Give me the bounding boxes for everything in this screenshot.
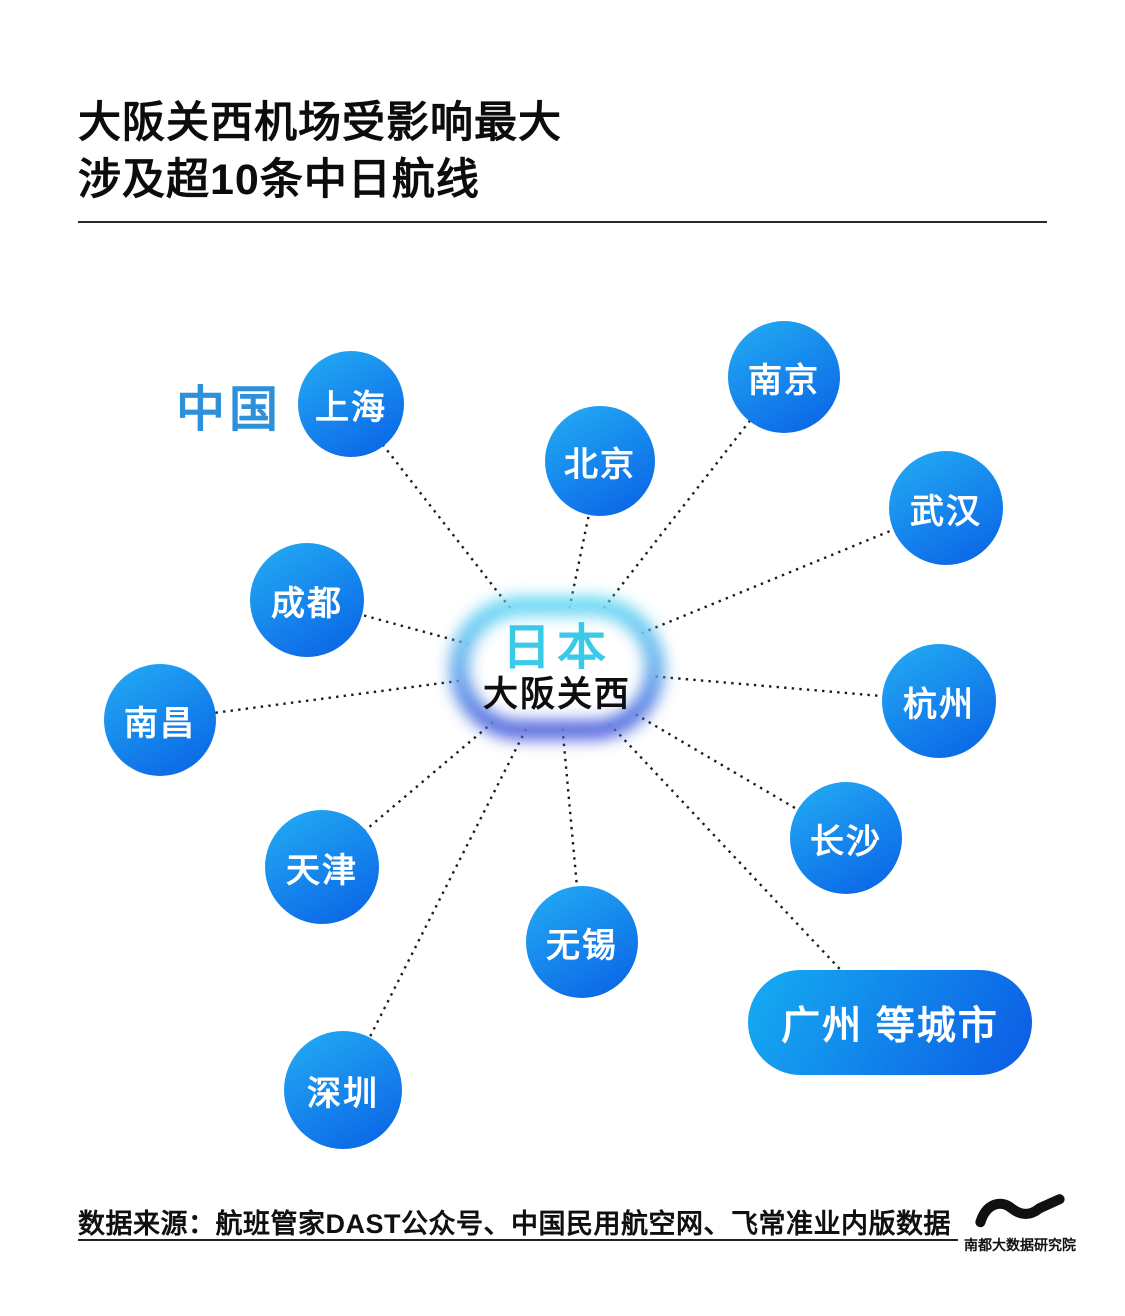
city-label: 无锡 xyxy=(546,926,618,965)
city-node: 天津 xyxy=(265,810,379,924)
title-divider xyxy=(78,221,1047,223)
route-line xyxy=(556,666,940,703)
city-label: 杭州 xyxy=(903,685,975,724)
page-title: 大阪关西机场受影响最大 涉及超10条中日航线 xyxy=(78,95,562,209)
city-node: 长沙 xyxy=(790,782,902,894)
city-node: 上海 xyxy=(298,351,404,457)
china-country-label: 中国 xyxy=(176,383,283,437)
route-line xyxy=(341,667,559,1091)
city-node: 成都 xyxy=(250,543,364,657)
city-node-guangzhou-etc: 广州 等城市 xyxy=(748,970,1032,1075)
route-line xyxy=(350,403,558,669)
city-label: 武汉 xyxy=(910,492,982,531)
hub-airport-name: 大阪关西 xyxy=(482,675,631,714)
route-line xyxy=(556,666,847,840)
hub-node-osaka-kansai: 日本 大阪关西 xyxy=(441,588,673,748)
page-title-line2: 涉及超10条中日航线 xyxy=(78,156,480,204)
route-line xyxy=(306,598,558,670)
publisher-logo: 南都大数据研究院 xyxy=(964,1192,1076,1255)
city-label: 长沙 xyxy=(810,822,882,861)
route-line xyxy=(321,667,558,868)
footer-divider xyxy=(78,1239,958,1241)
city-node: 杭州 xyxy=(882,644,996,758)
city-label: 成都 xyxy=(271,584,343,623)
hub-glow-ring xyxy=(441,588,673,748)
city-node: 南京 xyxy=(728,321,840,433)
city-label: 上海 xyxy=(315,388,387,427)
city-label: 深圳 xyxy=(307,1074,379,1113)
city-label: 南京 xyxy=(748,361,820,400)
hub-country-japan: 日本 xyxy=(501,621,612,675)
city-node: 深圳 xyxy=(284,1031,402,1149)
hub-inner-white xyxy=(468,615,646,721)
city-label: 广州 等城市 xyxy=(781,1004,999,1048)
city-node: 南昌 xyxy=(104,664,216,776)
city-label: 北京 xyxy=(564,445,636,484)
city-node: 无锡 xyxy=(526,886,638,998)
page-title-line1: 大阪关西机场受影响最大 xyxy=(78,99,562,147)
publisher-logo-text: 南都大数据研究院 xyxy=(964,1237,1076,1253)
city-label: 南昌 xyxy=(124,704,196,743)
city-label: 天津 xyxy=(286,851,358,890)
wave-logo-icon xyxy=(975,1194,1065,1228)
data-source-text: 数据来源：航班管家DAST公众号、中国民用航空网、飞常准业内版数据 xyxy=(78,1209,951,1239)
hub-label: 日本 大阪关西 xyxy=(441,588,673,748)
city-node: 北京 xyxy=(545,406,655,516)
city-node: 武汉 xyxy=(889,451,1003,565)
